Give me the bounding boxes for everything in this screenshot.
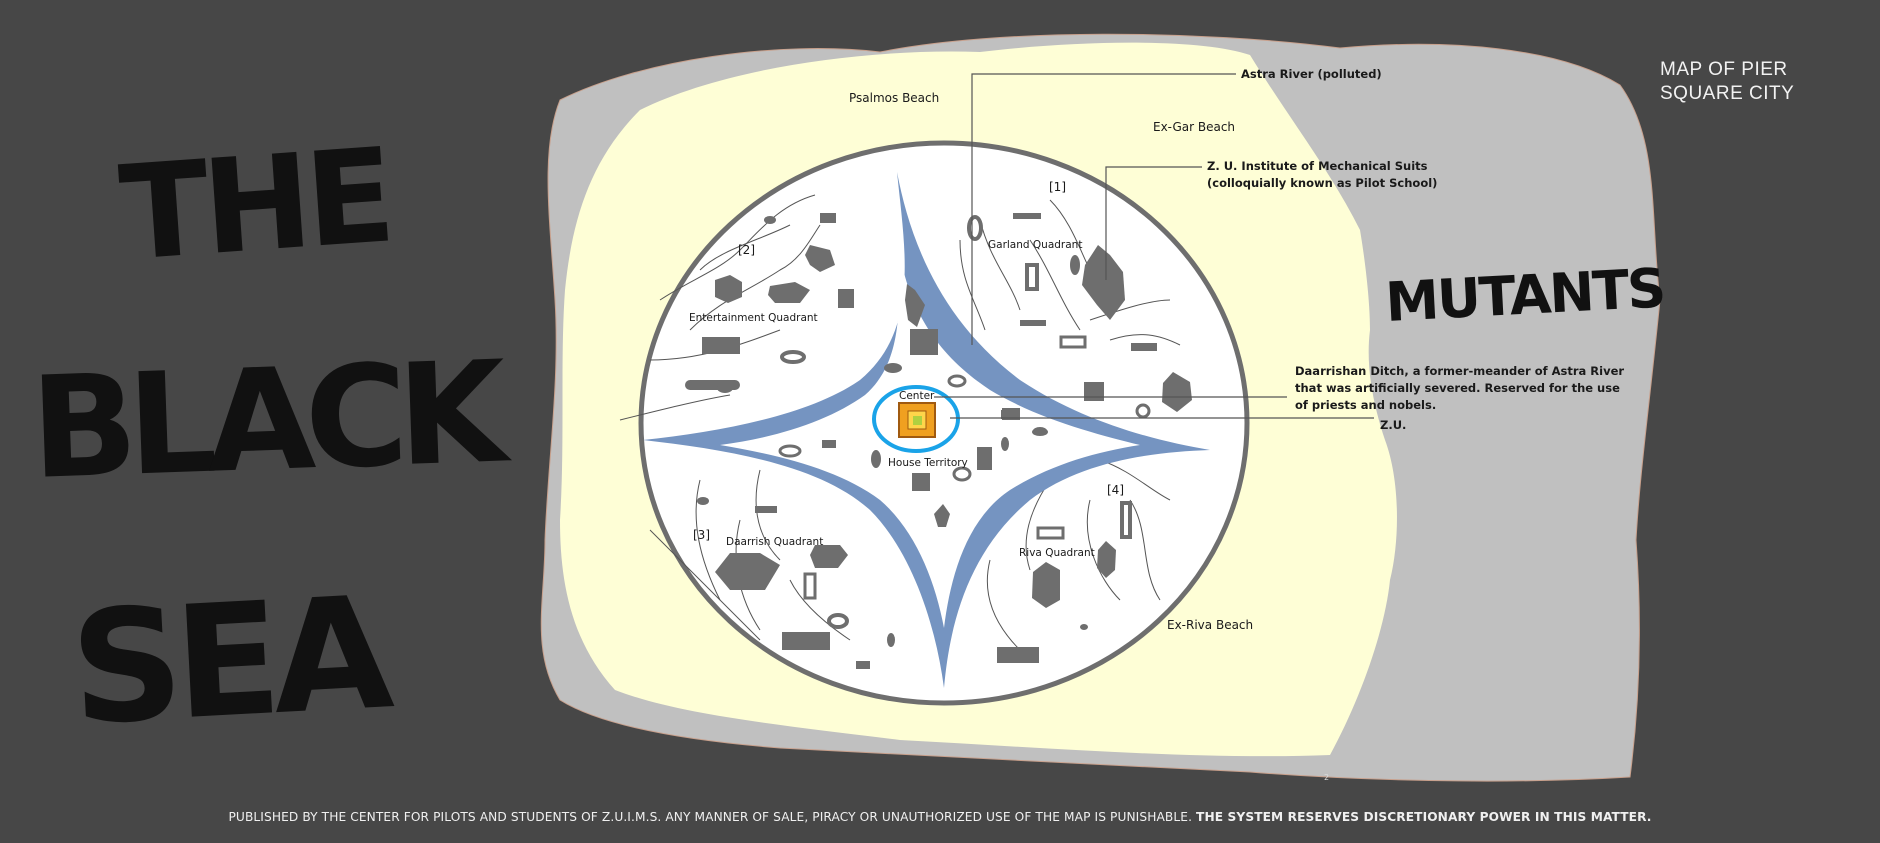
city-center bbox=[872, 385, 960, 453]
ditch-label-line3: of priests and nobels. bbox=[1295, 398, 1436, 412]
institute-label-line1: Z. U. Institute of Mechanical Suits bbox=[1207, 159, 1428, 173]
ditch-line1-rest: , a former-meander of Astra River bbox=[1404, 364, 1624, 378]
ex-riva-beach-label: Ex-Riva Beach bbox=[1167, 618, 1253, 632]
stray-mark: 2 bbox=[1324, 773, 1329, 782]
garland-quadrant-label: Garland Quadrant bbox=[988, 239, 1082, 251]
map-title-line2: SQUARE CITY bbox=[1660, 83, 1795, 104]
psalmos-beach-label: Psalmos Beach bbox=[849, 91, 939, 105]
callout-lines bbox=[934, 73, 1374, 419]
ditch-label-line1: Daarrishan Ditch, a former-meander of As… bbox=[1295, 364, 1624, 378]
marker-2: [2] bbox=[738, 243, 755, 257]
marker-4: [4] bbox=[1107, 483, 1124, 497]
sea-label-line1: THE bbox=[115, 120, 393, 290]
marker-3: [3] bbox=[693, 528, 710, 542]
astra-river-label: Astra River (polluted) bbox=[1241, 67, 1382, 81]
institute-label-line2: (colloquially known as Pilot School) bbox=[1207, 176, 1437, 190]
sea-label: THE BLACK SEA bbox=[28, 120, 513, 760]
entertainment-quadrant-label: Entertainment Quadrant bbox=[689, 312, 818, 324]
buildings bbox=[685, 213, 1192, 669]
center-label: Center bbox=[899, 390, 935, 402]
footer-notice: PUBLISHED BY THE CENTER FOR PILOTS AND S… bbox=[0, 810, 1880, 824]
map-title-line1: MAP OF PIER bbox=[1660, 59, 1788, 80]
house-territory-label: House Territory bbox=[888, 457, 968, 469]
footer-normal-text: PUBLISHED BY THE CENTER FOR PILOTS AND S… bbox=[228, 810, 1197, 824]
daarrish-quadrant-label: Daarrish Quadrant bbox=[726, 536, 823, 548]
ditch-name: Daarrishan Ditch bbox=[1295, 364, 1404, 378]
sea-label-line3: SEA bbox=[67, 562, 398, 760]
marker-1: [1] bbox=[1049, 180, 1066, 194]
sea-label-line2: BLACK bbox=[28, 331, 513, 511]
ditch-label-line2: that was artificially severed. Reserved … bbox=[1295, 381, 1620, 395]
ex-gar-beach-label: Ex-Gar Beach bbox=[1153, 120, 1235, 134]
footer-bold-text: THE SYSTEM RESERVES DISCRETIONARY POWER … bbox=[1196, 810, 1652, 824]
map-title: MAP OF PIER SQUARE CITY bbox=[1660, 58, 1860, 106]
riva-quadrant-label: Riva Quadrant bbox=[1019, 547, 1095, 559]
zu-label: Z.U. bbox=[1380, 418, 1406, 432]
mutants-label: MUTANTS bbox=[1384, 256, 1666, 334]
